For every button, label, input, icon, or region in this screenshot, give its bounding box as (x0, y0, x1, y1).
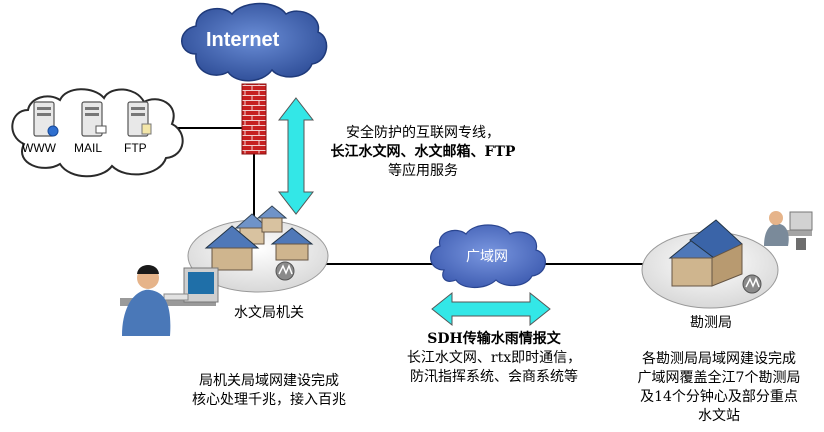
mail-label: MAIL (74, 141, 103, 155)
survey-lan-line-4: 水文站 (698, 408, 740, 424)
survey-lan-line-1: 各勘测局局域网建设完成 (642, 351, 796, 367)
wan-label: 广域网 (466, 248, 508, 264)
internet-service-line-1: 安全防护的互联网专线， (346, 125, 500, 141)
hq-lan-note: 局机关局域网建设完成 核心处理千兆，接入百兆 (166, 372, 372, 410)
wan-cloud (430, 224, 546, 289)
ftp-server-icon (127, 101, 152, 137)
mail-server-icon (81, 101, 107, 137)
sdh-line-2: 长江水文网、rtx即时通信， (406, 350, 582, 366)
sdh-note: SDH传输水雨情报文 长江水文网、rtx即时通信， 防汛指挥系统、会商系统等 (376, 330, 612, 387)
sdh-link-arrow (431, 291, 551, 327)
internet-cloud (181, 2, 328, 82)
internet-label: Internet (206, 29, 280, 51)
www-server-icon (33, 101, 59, 137)
internet-link-arrow (277, 97, 315, 215)
firewall-icon (241, 83, 267, 155)
survey-lan-line-3: 及14个分钟心及部分重点 (640, 389, 798, 405)
survey-node-label: 勘测局 (690, 315, 732, 331)
survey-building-icon (668, 219, 762, 294)
survey-lan-line-2: 广域网覆盖全江7个勘测局 (637, 370, 801, 386)
sdh-line-3: 防汛指挥系统、会商系统等 (410, 369, 578, 385)
hq-node-label: 水文局机关 (234, 305, 304, 321)
survey-operator-icon (764, 211, 813, 250)
operator-workstation-icon (120, 265, 219, 336)
hq-lan-line-2: 核心处理千兆，接入百兆 (192, 392, 346, 408)
ftp-label: FTP (124, 141, 147, 155)
hq-buildings-icon (204, 205, 314, 281)
internet-service-line-3: 等应用服务 (388, 163, 458, 179)
internet-service-note: 安全防护的互联网专线， 长江水文网、水文邮箱、FTP 等应用服务 (300, 124, 546, 181)
survey-lan-note: 各勘测局局域网建设完成 广域网覆盖全江7个勘测局 及14个分钟心及部分重点 水文… (624, 350, 814, 426)
sdh-line-1: SDH传输水雨情报文 (427, 331, 561, 347)
www-label: WWW (22, 141, 56, 155)
internet-service-line-2: 长江水文网、水文邮箱、FTP (330, 144, 516, 160)
hq-lan-line-1: 局机关局域网建设完成 (199, 373, 339, 389)
